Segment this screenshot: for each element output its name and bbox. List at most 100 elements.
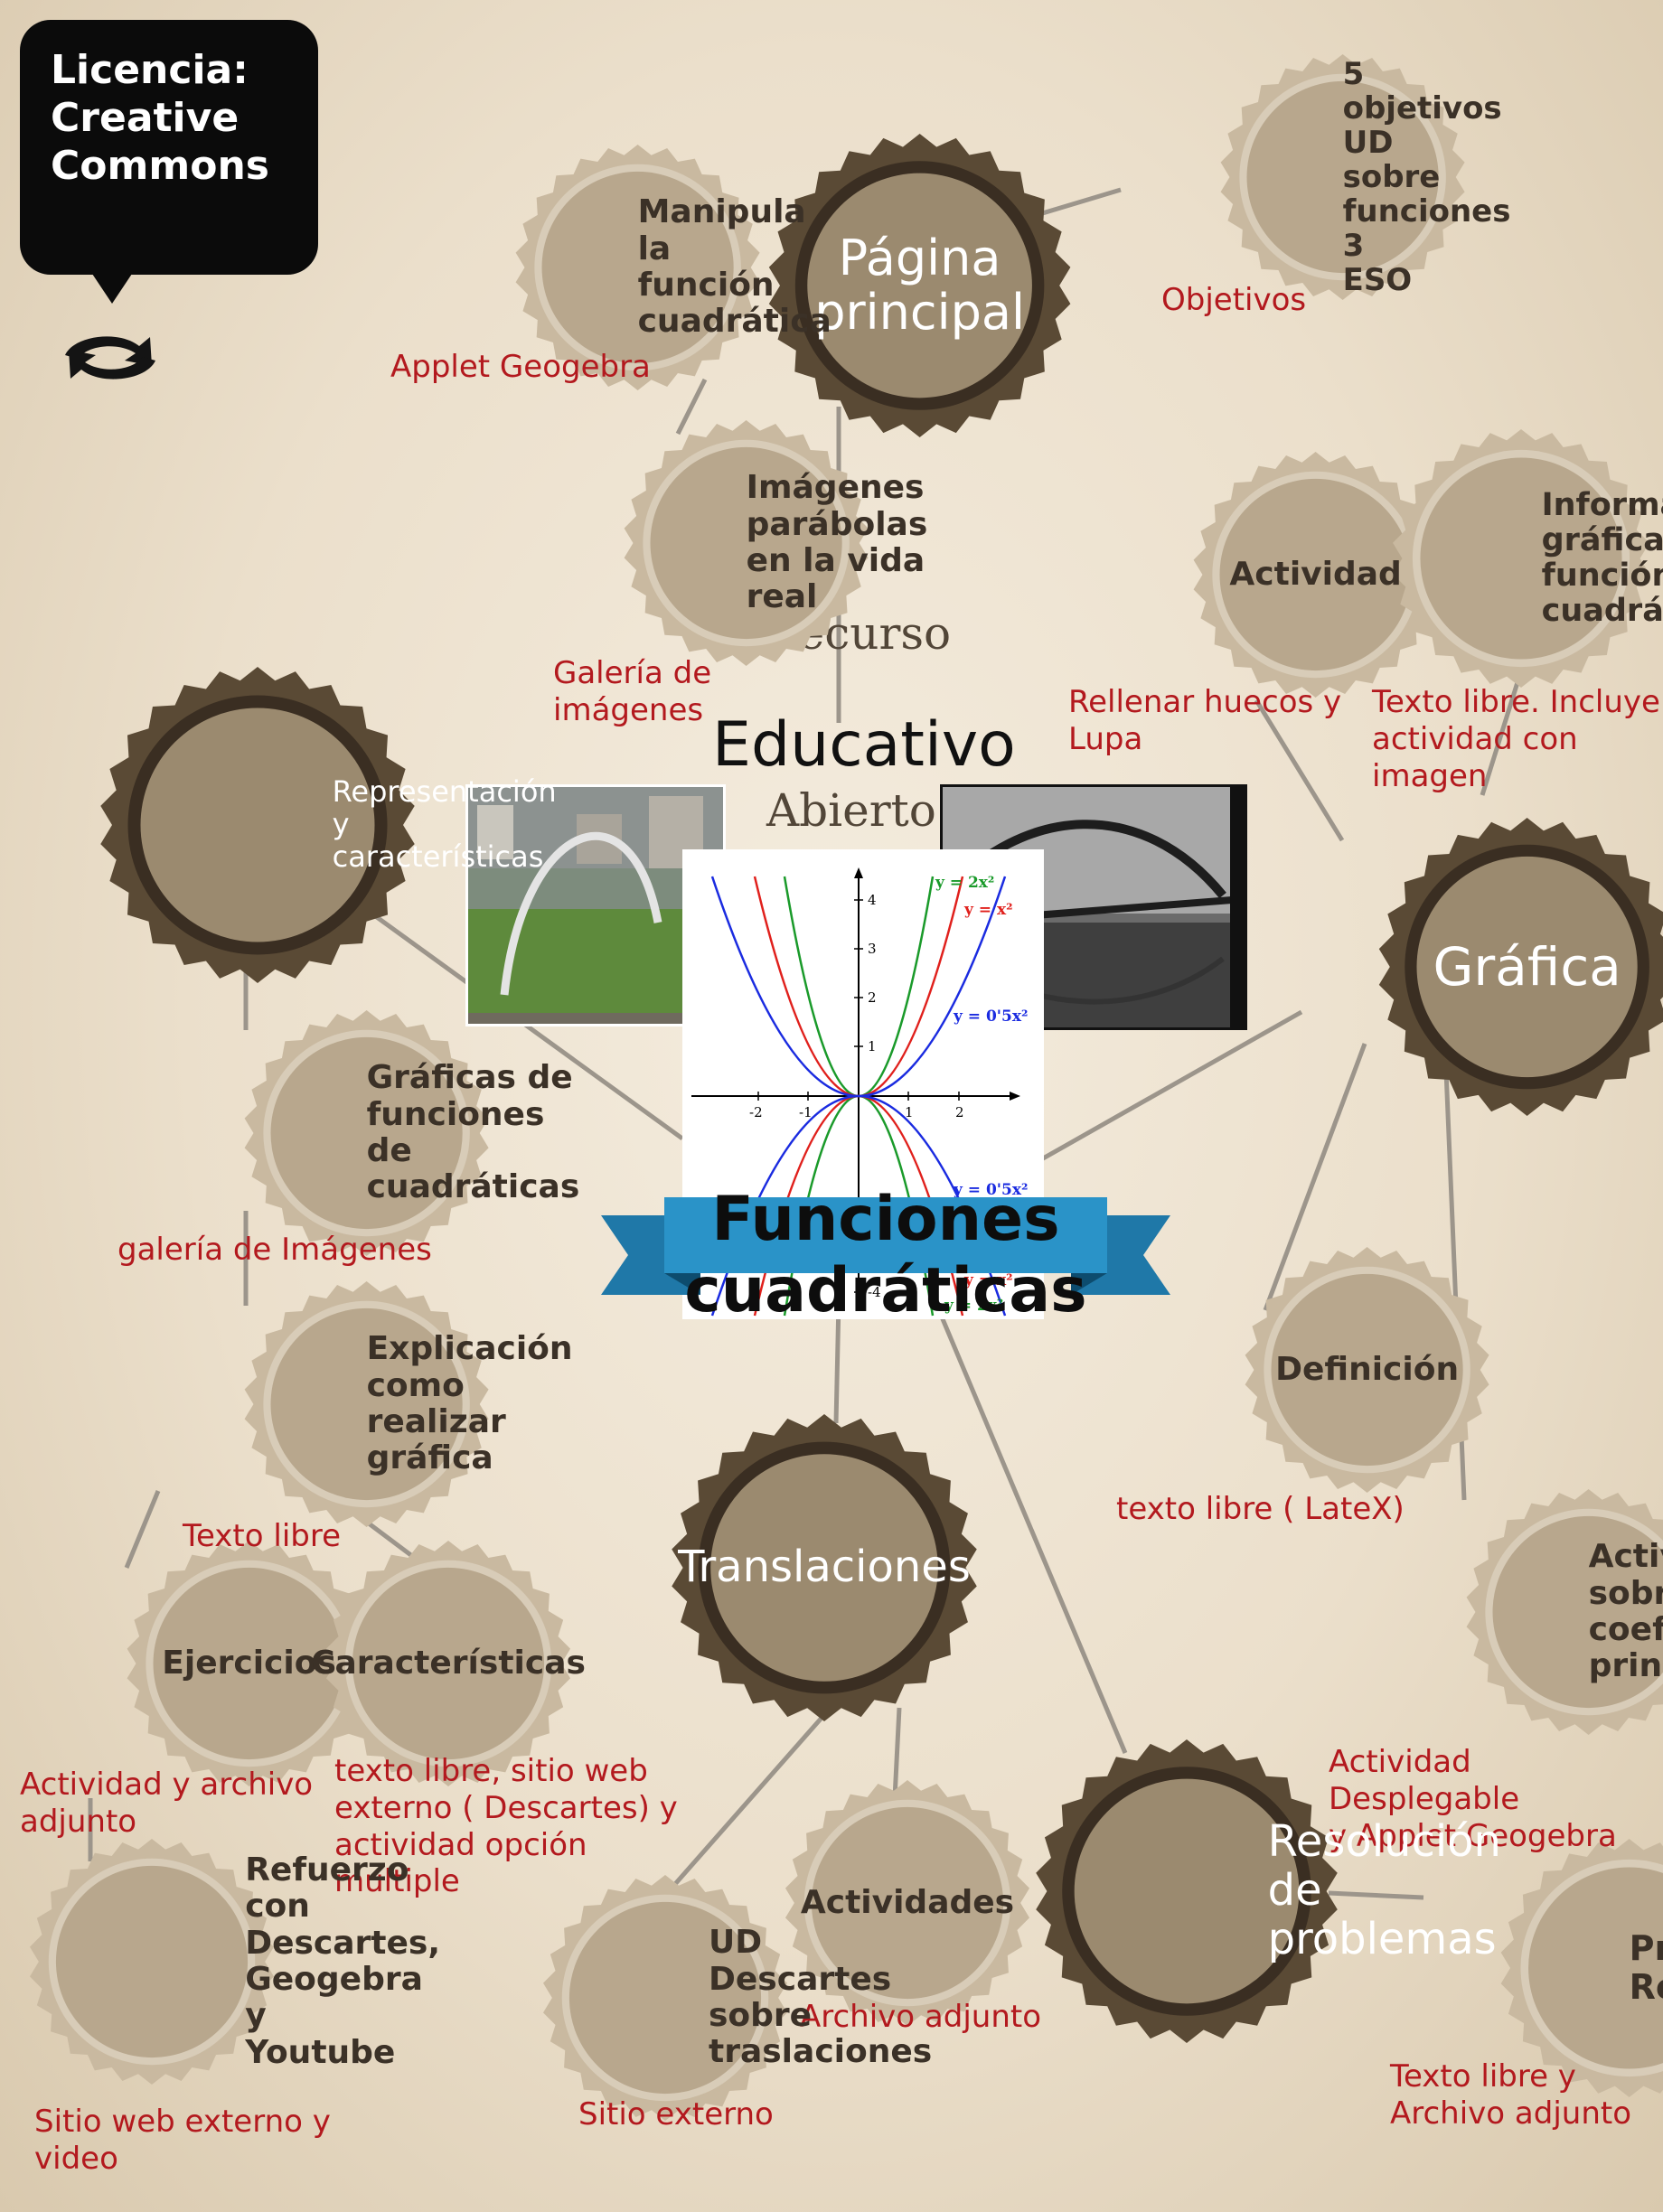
node-seal-center [650,446,842,640]
node-objetivos-label: 5 objetivos UD sobre funciones 3 ESO [1342,55,1511,299]
node-seal-shape [29,1839,275,2085]
node-seal-center [153,1567,345,1760]
node-seal-shape [624,420,869,666]
node-seal-center [270,1308,463,1501]
node-seal-shape [1036,1739,1338,2043]
node-actividades[interactable]: Actividades [785,1780,1030,2026]
license-bubble: Licencia: Creative Commons [20,20,318,275]
node-seal-center [1420,457,1622,660]
node-imagenes-parabolas[interactable]: Imágenes parábolas en la vida real [513,420,979,666]
node-seal-shape [1245,1247,1489,1493]
node-seal-center [811,1806,1004,2000]
node-seal-shape [542,1875,788,2121]
node-seal-shape [768,134,1071,437]
caption-rellenar-huecos: Rellenar huecos y Lupa [1068,684,1342,757]
node-resolucion-label: Resolución de problemas [1267,1816,1501,1964]
node-ud-descartes[interactable]: UD Descartes sobre traslaciones [542,1875,932,2121]
tick-y-2: 2 [868,989,877,1006]
node-informacion-grafica[interactable]: Información gráfica función cuadrática [1392,429,1663,688]
node-grafica[interactable]: Gráfica [1294,818,1663,1116]
title-educativo: Educativo [712,709,1016,781]
node-problemas-label: Problemas Reales [1629,1928,1663,2007]
node-actividad[interactable]: Actividad [1083,452,1548,698]
node-coef-label: Actividad sobre coeficiente principal [1588,1538,1663,1685]
caption-texto-libre-descartes: texto libre, sitio web externo ( Descart… [334,1753,678,1900]
node-ejercicios-label: Ejercicios [162,1644,336,1682]
caption-actividad-desplegable: Actividad Desplegable y Applet Geogebra [1329,1744,1617,1854]
node-seal-center [1416,856,1638,1078]
node-seal-shape [1378,818,1663,1116]
license-text: Licencia: Creative Commons [51,47,269,189]
node-informacion-label: Información gráfica función cuadrática [1541,486,1663,630]
node-problemas-reales[interactable]: Problemas Reales [1396,1839,1663,2097]
node-seal-shape [1193,452,1438,698]
tick-x-neg2: -2 [749,1104,763,1120]
equation-2x2-bottom: y = 2x² [944,1297,1003,1315]
node-definicion-label: Definición [1275,1350,1460,1388]
tick-y-3: 3 [868,941,877,957]
caption-texto-libre-imagen: Texto libre. Incluye actividad con image… [1372,684,1660,794]
title-abierto: Abierto [766,784,936,837]
node-explicacion-label: Explicación como realizar gráfica [366,1330,573,1477]
node-seal-shape [100,667,415,983]
node-seal-center [1074,1778,1300,2004]
caption-texto-libre-archivo: Texto libre y Archivo adjunto [1390,2058,1632,2132]
equation-x2-top: y = x² [963,901,1013,919]
node-resolucion-problemas[interactable]: Resolución de problemas [1035,1739,1501,2043]
node-manipula-label: Manipula la función cuadrática [637,193,832,341]
caption-sitio-web-video: Sitio web externo y video [34,2104,331,2177]
node-definicion[interactable]: Definición [1134,1247,1600,1493]
node-graficas-label: Gráficas de funciones de cuadráticas [366,1059,580,1206]
node-caracteristicas[interactable]: Características [311,1541,586,1786]
node-actividad-coeficiente[interactable]: Actividad sobre coeficiente principal [1356,1489,1663,1735]
caption-galeria-imagenes: Galería de imágenes [553,655,712,728]
node-imagenes-label: Imágenes parábolas en la vida real [746,469,928,616]
node-objetivos-ud[interactable]: 5 objetivos UD sobre funciones 3 ESO [1110,54,1575,300]
node-seal-shape [1393,429,1649,688]
node-seal-shape [1220,54,1465,300]
node-ejercicios[interactable]: Ejercicios [16,1541,482,1786]
node-seal-center [140,708,375,942]
license-bubble-tail [90,271,134,304]
node-translaciones[interactable]: Translaciones [671,1414,978,1721]
equation-05x2-bottom: y = 0'5x² [953,1181,1028,1199]
tick-x-2: 2 [955,1104,964,1120]
caption-objetivos: Objetivos [1161,282,1307,318]
node-refuerzo[interactable]: Refuerzo con Descartes, Geogebra y Youtu… [29,1839,440,2085]
node-seal-center [55,1865,249,2058]
caption-actividad-archivo: Actividad y archivo adjunto [20,1767,314,1840]
main-title: Funciones cuadráticas [684,1184,1087,1326]
creative-commons-recycle-icon [65,336,155,380]
gateway-arch-image [468,787,723,1024]
node-seal-shape [515,145,760,390]
caption-applet-geogebra: Applet Geogebra [390,349,651,385]
node-seal-shape [1500,1839,1663,2097]
tick-x-neg1: -1 [799,1104,813,1120]
node-representacion-label: Representación y características [332,774,557,874]
node-seal-shape [244,1010,489,1256]
node-explicacion-grafica[interactable]: Explicación como realizar gráfica [134,1281,599,1527]
node-seal-center [1271,1273,1463,1467]
node-actividades-label: Actividades [800,1883,1015,1921]
node-seal-center [807,173,1032,398]
tick-x-1: 1 [905,1104,914,1120]
tick-y-4: 4 [868,892,877,908]
node-seal-center [710,1454,938,1682]
equation-05x2-top: y = 0'5x² [953,1008,1028,1026]
node-ud-label: UD Descartes sobre traslaciones [709,1924,933,2071]
node-translaciones-label: Translaciones [678,1542,971,1593]
node-seal-center [352,1567,545,1760]
caption-sitio-externo: Sitio externo [578,2096,774,2132]
node-graficas-funciones[interactable]: Gráficas de funciones de cuadráticas [134,1010,599,1256]
node-caracteristicas-label: Características [311,1644,586,1682]
node-manipula-funcion[interactable]: Manipula la función cuadrática [405,145,870,390]
node-seal-shape [127,1541,371,1786]
node-pagina-principal[interactable]: Página principal [687,134,1152,437]
node-representacion[interactable]: Representación y características [99,667,557,983]
node-seal-shape [785,1780,1030,2026]
equation-2x2-top: y = 2x² [935,874,994,892]
node-actividad-label: Actividad [1229,555,1402,593]
equation-x2-bottom: y = x² [963,1271,1013,1289]
node-seal-center [1219,478,1412,671]
